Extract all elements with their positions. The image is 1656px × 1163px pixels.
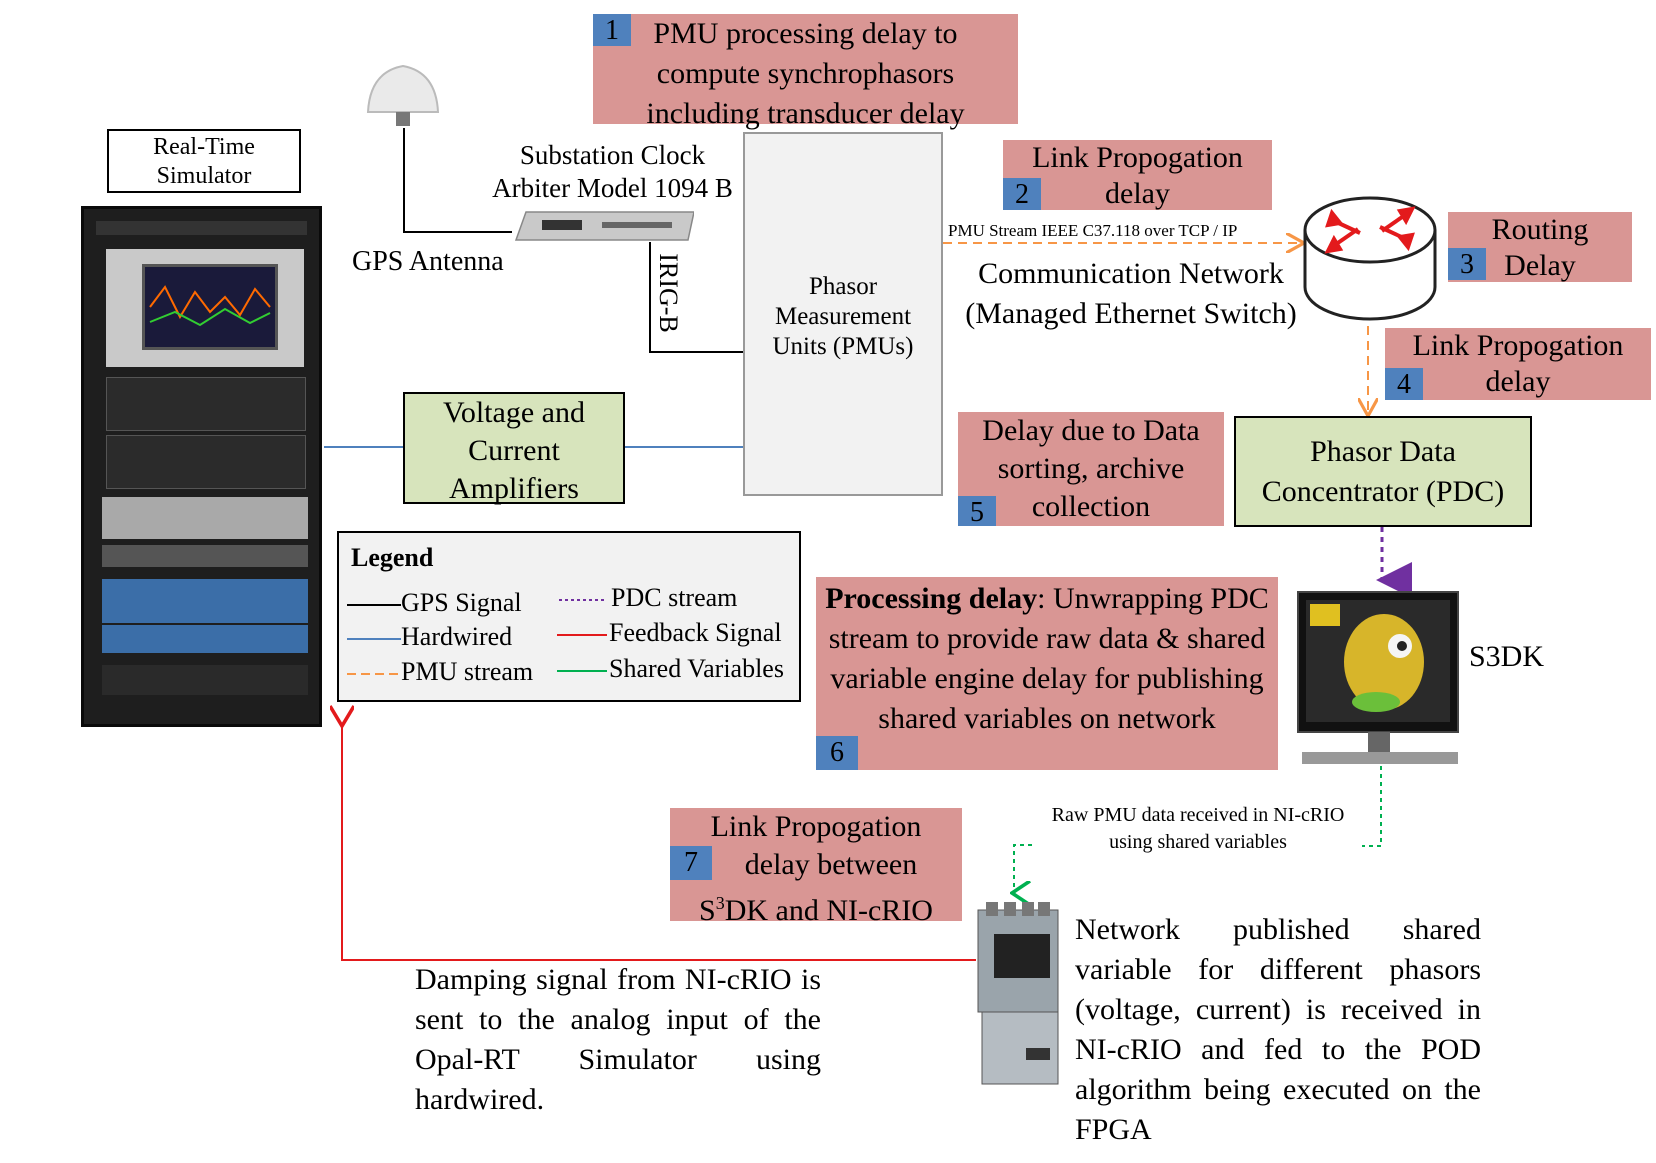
- delay-2-number: 2: [1003, 178, 1041, 210]
- delay-5-line1: Delay due to Data: [982, 414, 1200, 447]
- amplifiers-box: Voltage and Current Amplifiers: [403, 392, 625, 505]
- delay-7-line3-sup: 3: [715, 893, 725, 913]
- rts-label-box: Real-Time Simulator: [107, 129, 301, 193]
- router-icon: [1302, 195, 1438, 323]
- delay-1-box: PMU processing delay to compute synchrop…: [593, 14, 1018, 130]
- delay-7-line1: Link Propogation: [710, 810, 922, 843]
- delay-4-number: 4: [1385, 368, 1423, 400]
- delay-6-box: Processing delay: Unwrapping PDC stream …: [816, 577, 1278, 770]
- legend-label-hardwired: Hardwired: [401, 622, 513, 651]
- pdc-box: Phasor Data Concentrator (PDC): [1234, 416, 1532, 527]
- rack-monitor: [142, 264, 278, 350]
- amplifiers-label: Voltage and Current Amplifiers: [443, 396, 585, 505]
- delay-5-number: 5: [958, 496, 996, 528]
- shared-var-line-b: [1014, 844, 1032, 893]
- s3dk-monitor-icon: [1296, 590, 1462, 770]
- legend-item-shared-variables: Shared Variables: [557, 654, 784, 684]
- delay-3-line2: Delay: [1504, 249, 1576, 282]
- legend-item-pmu-stream: PMU stream: [347, 657, 533, 687]
- legend-box: Legend GPS Signal Hardwired PMU stream P…: [337, 531, 801, 702]
- delay-7-number: 7: [670, 846, 712, 880]
- delay-3-number: 3: [1448, 248, 1486, 280]
- legend-item-gps: GPS Signal: [347, 588, 522, 618]
- delay-4-line2: delay: [1485, 365, 1551, 398]
- delay-7-line3-pre: S: [699, 894, 716, 927]
- delay-2-box: Link Propogation delay: [1003, 140, 1272, 210]
- delay-6-text: : Unwrapping PDC stream to provide raw d…: [828, 582, 1269, 735]
- rts-label: Real-Time Simulator: [153, 134, 255, 189]
- delay-6-bold: Processing delay: [825, 582, 1038, 615]
- legend-label-pdc-stream: PDC stream: [611, 583, 738, 612]
- delay-1-number: 1: [593, 14, 631, 46]
- network-published-text: Network published shared variable for di…: [1075, 913, 1481, 1146]
- clock-label: Substation Clock Arbiter Model 1094 B: [492, 140, 733, 203]
- irig-label-box: IRIG-B: [648, 248, 688, 336]
- irig-b-line: [649, 242, 743, 353]
- delay-5-box: Delay due to Data sorting, archive colle…: [958, 412, 1224, 526]
- pmu-label: Phasor Measurement Units (PMUs): [772, 273, 914, 360]
- gps-antenna-cable: [403, 128, 512, 233]
- clock-device-icon: [512, 210, 695, 244]
- delay-4-box: Link Propogation delay: [1385, 328, 1651, 400]
- delay-4-line1: Link Propogation: [1412, 329, 1624, 362]
- delay-7-line3: S3DK and NI-cRIO: [670, 884, 962, 930]
- delay-6-number: 6: [816, 736, 858, 770]
- legend-label-pmu-stream: PMU stream: [401, 657, 534, 686]
- legend-item-hardwired: Hardwired: [347, 622, 512, 652]
- feedback-signal-line: [342, 724, 976, 961]
- gps-antenna-label: GPS Antenna: [352, 246, 504, 277]
- damping-text: Damping signal from NI-cRIO is sent to t…: [415, 963, 821, 1116]
- s3dk-label: S3DK: [1469, 640, 1545, 673]
- legend-item-feedback: Feedback Signal: [557, 618, 782, 648]
- network-label: Communication Network (Managed Ethernet …: [965, 257, 1297, 330]
- legend-title: Legend: [351, 543, 434, 572]
- stream-label: PMU Stream IEEE C37.118 over TCP / IP: [948, 221, 1238, 240]
- delay-5-line3: collection: [1031, 490, 1151, 523]
- delay-3-line1: Routing: [1491, 213, 1589, 246]
- legend-label-gps: GPS Signal: [401, 588, 522, 617]
- irig-label: IRIG-B: [654, 253, 683, 333]
- gps-antenna-icon: [362, 60, 444, 130]
- raw-pmu-label: Raw PMU data received in NI-cRIO using s…: [1051, 804, 1345, 853]
- delay-2-line1: Link Propogation: [1032, 141, 1243, 174]
- rts-rack-image: [81, 206, 322, 727]
- legend-item-pdc-stream: PDC stream: [557, 583, 737, 613]
- delay-7-line2: delay between: [744, 848, 918, 881]
- pdc-label: Phasor Data Concentrator (PDC): [1261, 435, 1505, 508]
- delay-5-line2: sorting, archive: [997, 452, 1185, 485]
- delay-7-box: Link Propogation delay between S3DK and …: [670, 808, 962, 927]
- legend-label-shared-variables: Shared Variables: [609, 654, 784, 683]
- ni-crio-device-icon: [976, 900, 1060, 1086]
- pmu-box: Phasor Measurement Units (PMUs): [743, 132, 943, 496]
- shared-var-line-a: [1362, 766, 1382, 847]
- delay-7-line3-post: DK and NI-cRIO: [724, 894, 933, 927]
- delay-1-text: PMU processing delay to compute synchrop…: [646, 17, 965, 130]
- delay-2-line2: delay: [1105, 177, 1170, 210]
- legend-label-feedback: Feedback Signal: [609, 618, 782, 647]
